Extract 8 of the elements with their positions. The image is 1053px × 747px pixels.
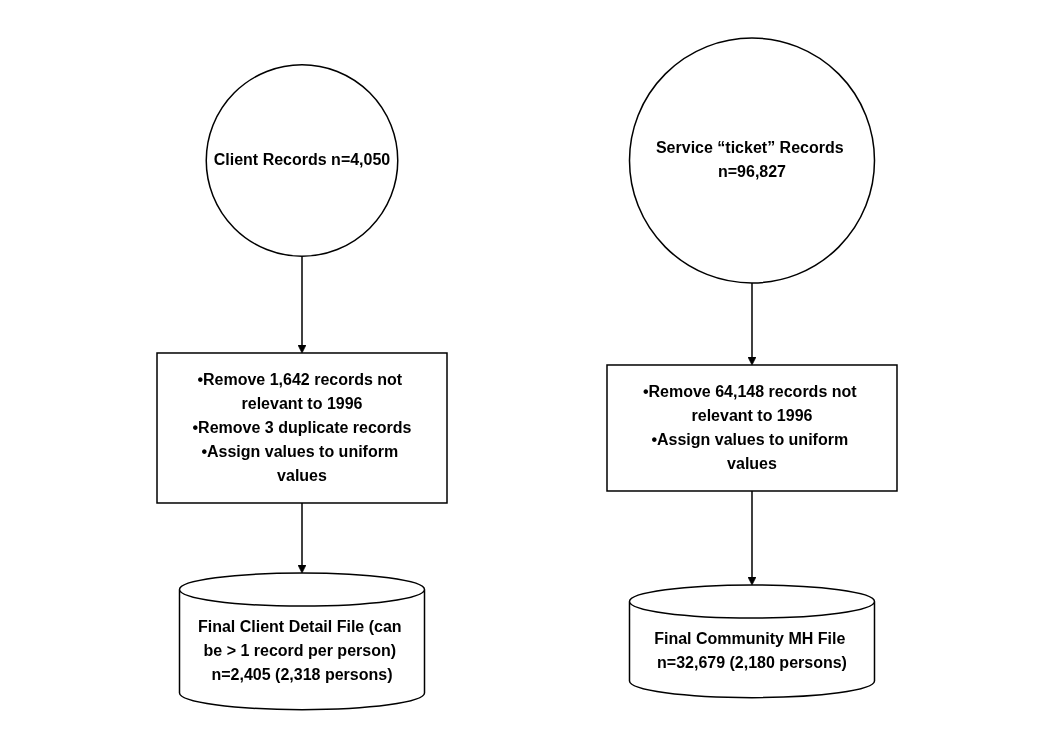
node-circle: Service “ticket” Records n=96,827 <box>628 36 875 284</box>
arrow <box>297 255 306 354</box>
arrow <box>297 501 306 574</box>
arrow <box>747 489 756 586</box>
arrow <box>747 281 756 366</box>
node-box: •Remove 64,148 records not relevant to 1996 •Assign values to uniform values <box>605 363 898 492</box>
node-box: •Remove 1,642 records not relevant to 1996 •Remove 3 duplicate records •Assign values to uniform values <box>155 351 448 504</box>
node-circle: Client Records n=4,050 <box>205 63 398 257</box>
